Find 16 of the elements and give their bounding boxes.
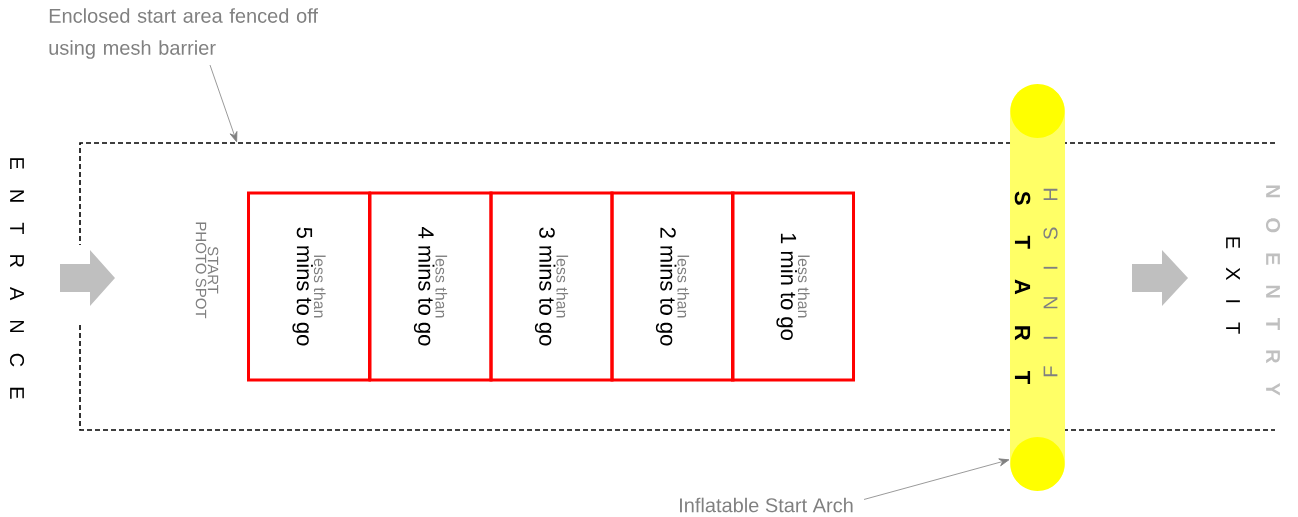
countdown-box: less than 3 mins to go	[489, 191, 614, 382]
countdown-box: less than 2 mins to go	[610, 191, 735, 382]
photo-spot-label: START PHOTO SPOT	[195, 222, 219, 319]
no-entry-label: N O E N T R Y	[1265, 185, 1281, 396]
countdown-box: less than 1 min to go	[731, 191, 855, 382]
exit-label: E X I T	[1226, 237, 1240, 334]
arch-text: F I N I S H	[1043, 188, 1058, 377]
leader-line	[209, 64, 238, 143]
leader-line	[863, 458, 1010, 500]
callout-text: Inflatable Start Arch	[680, 497, 853, 513]
callout-text: Enclosed start area fenced off using mesh barrier	[49, 8, 318, 59]
countdown-box: less than 4 mins to go	[368, 191, 493, 382]
entrance-label: E N T R A N C E	[9, 158, 25, 399]
inflatable-arch	[1010, 84, 1065, 491]
countdown-box: less than 5 mins to go	[247, 191, 371, 382]
arch-text: S T A R T	[1014, 191, 1031, 384]
